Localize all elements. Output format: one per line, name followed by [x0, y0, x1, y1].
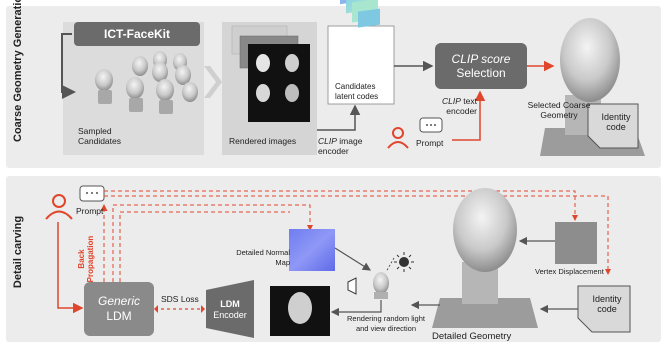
candidate-heads [95, 51, 198, 102]
ictfacekit-label: ICT-FaceKit [103, 27, 170, 41]
render-face [285, 54, 299, 72]
ldm-encoder-line2: Encoder [213, 310, 247, 320]
render-face [256, 54, 270, 72]
clip-image-encoder-label: CLIP image encoder [318, 136, 364, 156]
latent-codes-box [327, 25, 395, 105]
normal-map-image [289, 229, 335, 271]
candidate-head [152, 62, 168, 82]
ldm-encoder-shape [206, 280, 254, 338]
ictfacekit-box: ICT-FaceKit [74, 22, 200, 46]
vertex-displacement-label: Vertex Displacement [535, 267, 604, 276]
identity-code-tag [577, 285, 631, 333]
normal-map-label: Detailed Normal Map [236, 248, 290, 267]
candidate-necks [98, 90, 173, 114]
sun-icon [399, 257, 409, 267]
ldm-label: LDM [106, 309, 132, 323]
clip-text-encoder-clip: CLIP [442, 96, 461, 106]
prompt-to-ldm-arrow [57, 222, 84, 314]
identity-code-tag [587, 103, 639, 149]
ldm-encoder-line1: LDM [220, 299, 240, 309]
latent-cube [358, 8, 380, 28]
clip-text-encoder-rest: text encoder [446, 96, 477, 116]
render-to-image-arrow [330, 300, 382, 317]
candidate-head [132, 56, 148, 76]
render-scene [347, 252, 414, 299]
candidate-neck [159, 100, 173, 114]
bottom-identity-code-label: Identity code [592, 294, 622, 314]
clip-text-encoder-label: CLIP text encoder [431, 96, 477, 116]
camera-icon [347, 277, 357, 295]
text-encoder-arrow [452, 90, 486, 141]
render-face [285, 84, 299, 102]
top-prompt-label: Prompt [416, 138, 444, 148]
user-icon [387, 127, 409, 149]
vertex-displacement-image [555, 222, 597, 264]
rendered-images-label: Rendered images [229, 136, 297, 146]
selected-coarse-label: Selected Coarse Geometry [527, 100, 591, 120]
latent-cubes [340, 0, 380, 28]
render-face [256, 84, 270, 102]
generic-label: Generic [97, 294, 141, 308]
ictfacekit-bracket-arrow [61, 33, 76, 99]
candidate-head [156, 79, 174, 101]
candidate-neck [98, 90, 112, 104]
candidate-head [182, 82, 198, 102]
detailed-geometry-label: Detailed Geometry [432, 331, 512, 342]
candidate-neck [129, 98, 143, 112]
flow-chevron [204, 66, 222, 98]
latent-codes-label: Candidates latent codes [335, 82, 379, 101]
sampled-candidates-label: Sampled Candidates [78, 126, 122, 146]
detailed-head [432, 188, 538, 328]
clip-image-encoder-rest: image encoder [318, 136, 363, 156]
sds-loss-label: SDS Loss [161, 294, 199, 304]
top-identity-code-label: Identity code [601, 112, 631, 132]
clip-score-line2: Selection [456, 66, 506, 80]
generic-ldm-box [84, 282, 154, 336]
rendering-label: Rendering random light and view directio… [347, 314, 425, 333]
clip-score-text: CLIP score Selection [435, 43, 527, 89]
clip-score-line1: CLIP score [451, 52, 511, 66]
ldm-encoder-text: LDM Encoder [206, 288, 254, 332]
dashed-prompt-lines [104, 190, 609, 282]
render-card [248, 44, 310, 122]
candidate-head [126, 77, 144, 99]
candidate-head [95, 69, 113, 91]
normal-map-arrow [334, 247, 372, 271]
clip-image-encoder-clip: CLIP [318, 136, 337, 146]
image-encoder-arrow [317, 104, 361, 131]
candidate-head [175, 65, 191, 85]
bottom-prompt-label: Prompt [76, 206, 104, 216]
clip-score-box [435, 43, 527, 89]
generic-ldm-text: Generic LDM [84, 282, 154, 336]
rendered-image-stack [231, 25, 310, 122]
user-icon [45, 194, 73, 220]
